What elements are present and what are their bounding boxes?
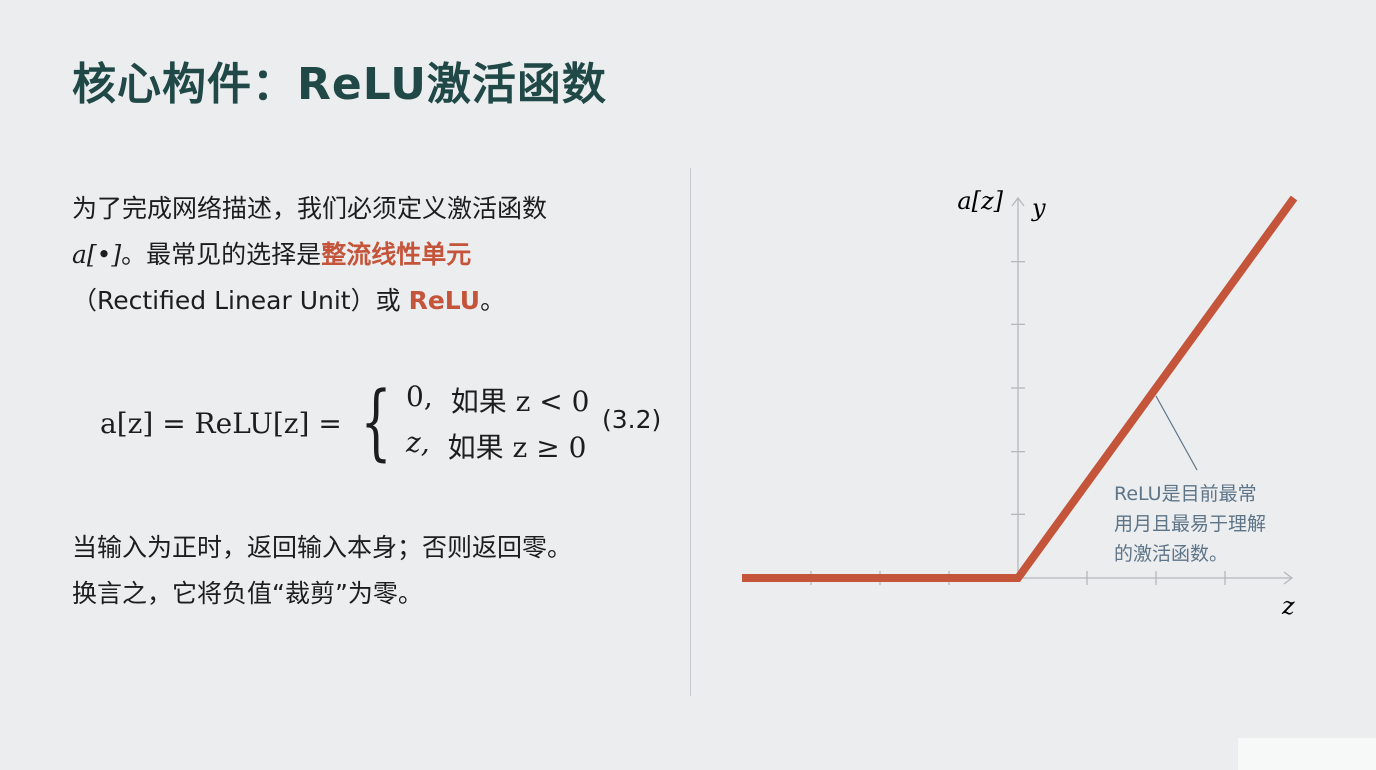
column-divider	[690, 168, 691, 696]
intro-paragraph: 为了完成网络描述，我们必须定义激活函数 a[•]。最常见的选择是整流线性单元 （…	[72, 186, 547, 324]
intro-text: 。	[480, 286, 506, 315]
activation-symbol: a[•]	[72, 240, 122, 269]
y-axis-arrow-icon	[1011, 196, 1025, 207]
y-axis-label-right: y	[1031, 194, 1046, 222]
case-value: 0,	[406, 380, 433, 413]
relu-abbr-highlight: ReLU	[408, 286, 481, 315]
equation-cases: 0, 如果 z < 0 z, 如果 z ≥ 0	[406, 380, 589, 466]
annotation-line-1: ReLU是目前最常	[1114, 483, 1257, 505]
brace: {	[360, 375, 392, 470]
intro-line-3: （Rectified Linear Unit）或 ReLU。	[72, 278, 547, 324]
summary-line-1: 当输入为正时，返回输入本身；否则返回零。	[72, 533, 573, 562]
page-title: 核心构件：ReLU激活函数	[72, 59, 607, 110]
case-condition: 如果 z ≥ 0	[447, 431, 587, 464]
annotation-pointer	[1155, 395, 1198, 471]
summary-line-2: 换言之，它将负值“裁剪”为零。	[72, 579, 423, 608]
x-axis-label: z	[1281, 592, 1295, 620]
case-value: z,	[406, 426, 430, 459]
annotation-line-3: 的激活函数。	[1114, 543, 1228, 565]
relu-line	[742, 195, 1298, 582]
case-positive: z, 如果 z ≥ 0	[406, 426, 589, 466]
relu-term-highlight: 整流线性单元	[321, 240, 472, 269]
equation-number: (3.2)	[602, 405, 662, 434]
intro-text: 。最常见的选择是	[121, 240, 322, 269]
y-axis-label-left: a[z]	[957, 187, 1003, 215]
equation-lhs: a[z] = ReLU[z] =	[100, 406, 342, 440]
case-condition: 如果 z < 0	[450, 385, 590, 418]
intro-line-2: a[•]。最常见的选择是整流线性单元	[72, 232, 547, 278]
relu-equation: a[z] = ReLU[z] = { 0, 如果 z < 0 z, 如果 z ≥ 0	[100, 378, 589, 468]
annotation-line-2: 用月且最易于理解	[1114, 513, 1266, 535]
intro-text: （Rectified Linear Unit）或	[72, 286, 409, 315]
case-negative: 0, 如果 z < 0	[406, 380, 589, 420]
summary-paragraph: 当输入为正时，返回输入本身；否则返回零。 换言之，它将负值“裁剪”为零。	[72, 525, 572, 617]
corner-patch	[1238, 738, 1376, 770]
x-axis-arrow-icon	[1283, 571, 1294, 585]
intro-line-1: 为了完成网络描述，我们必须定义激活函数	[72, 194, 548, 223]
